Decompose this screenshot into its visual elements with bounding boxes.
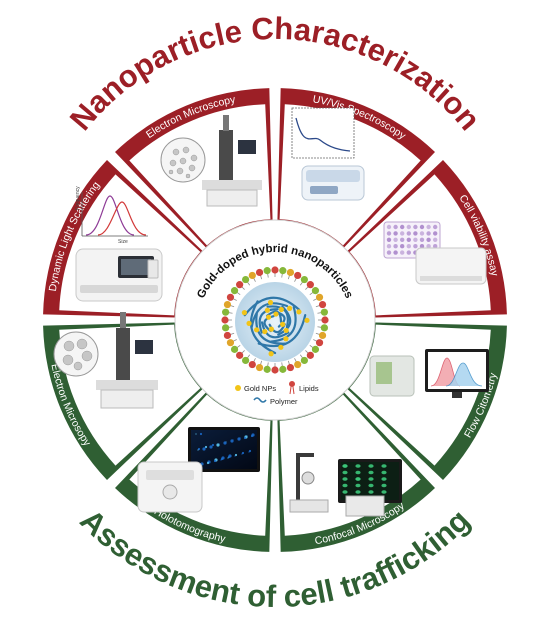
dls-ylabel: Frequency xyxy=(75,186,81,210)
title-trafficking: Assessment of cell trafficking xyxy=(74,502,477,614)
gold-np-icon xyxy=(235,385,241,391)
segment-artwork: Frequency Size xyxy=(53,107,489,517)
holotomography-icon xyxy=(137,427,260,513)
nanoparticle-icon xyxy=(221,266,329,374)
dls-instrument-icon: Frequency Size xyxy=(75,186,163,302)
center-nanoparticle-panel: Gold-doped hybrid nanoparticles Gold NPs… xyxy=(174,219,376,421)
legend-label-lipids: Lipids xyxy=(299,384,319,393)
confocal-microscope-icon xyxy=(289,453,402,517)
legend-item-lipids: Lipids xyxy=(289,381,319,395)
legend-label-gold: Gold NPs xyxy=(244,384,276,393)
flow-cytometer-icon xyxy=(369,349,489,398)
title-trafficking-path: Assessment of cell trafficking xyxy=(74,502,477,614)
legend-label-polymer: Polymer xyxy=(270,397,298,406)
legend-item-gold: Gold NPs xyxy=(235,384,276,393)
title-characterization: Nanoparticle Characterization xyxy=(63,11,487,137)
center-legend: Gold NPs Lipids Polymer xyxy=(235,381,319,406)
plate-reader-icon xyxy=(383,221,487,285)
electron-microscope-icon xyxy=(53,312,158,409)
legend-item-polymer: Polymer xyxy=(253,397,298,406)
dls-plot: Frequency Size xyxy=(75,186,148,245)
lipid-icon xyxy=(289,381,295,395)
spectrometer-icon xyxy=(291,107,365,201)
electron-microscope-icon xyxy=(160,115,262,207)
polymer-icon xyxy=(253,397,267,403)
title-characterization-path: Nanoparticle Characterization xyxy=(63,11,487,137)
dls-xlabel: Size xyxy=(118,239,128,245)
